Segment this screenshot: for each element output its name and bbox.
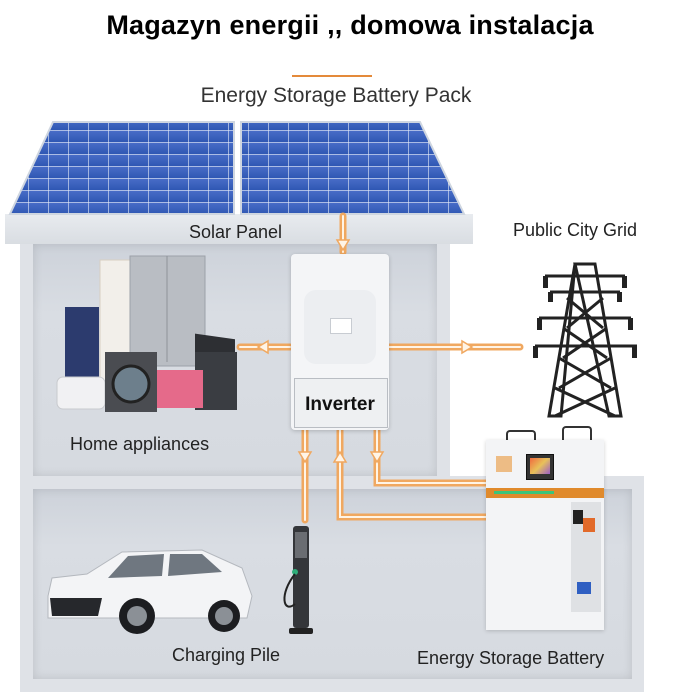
battery-brand-mark — [496, 456, 512, 472]
battery-terminal-orange — [583, 518, 595, 532]
solar-panel-label: Solar Panel — [189, 222, 283, 242]
energy-storage-battery-unit — [486, 426, 604, 630]
inverter-display — [330, 318, 352, 334]
main-title: Magazyn energii ,, domowa instalacja — [106, 10, 594, 40]
inverter-label: Inverter — [305, 394, 375, 415]
battery-screen — [530, 458, 550, 474]
battery-display — [526, 454, 554, 480]
battery-terminal-black — [573, 510, 583, 524]
charging-pile-icon — [283, 526, 313, 634]
solar-panel-array — [8, 118, 468, 218]
charging-pile-label: Charging Pile — [172, 645, 281, 665]
arrow-right-icon — [461, 339, 474, 355]
battery-status-bar — [494, 491, 554, 494]
inverter-unit: Inverter — [291, 254, 389, 430]
arrow-down-icon — [369, 451, 385, 464]
arrow-left-icon — [256, 339, 269, 355]
power-tower-icon — [533, 262, 637, 418]
arrow-down-icon — [297, 451, 313, 464]
battery-orange-band — [486, 488, 604, 498]
battery-handle-right — [562, 426, 592, 444]
battery-io-panel — [571, 502, 601, 612]
inverter-label-plate — [294, 378, 388, 428]
home-appliances-icon — [56, 255, 237, 412]
arrow-up-icon — [332, 450, 348, 463]
public-grid-label: Public City Grid — [513, 220, 638, 240]
roof-eave — [5, 214, 473, 244]
electric-car-icon — [47, 549, 253, 634]
accent-divider — [292, 75, 372, 77]
home-appliances-label: Home appliances — [70, 434, 210, 454]
arrow-down-icon — [335, 239, 351, 252]
solar-panel-icon — [8, 121, 466, 215]
energy-storage-battery-label: Energy Storage Battery — [417, 648, 605, 668]
battery-handle-left — [506, 430, 536, 444]
battery-breaker — [577, 582, 591, 594]
subtitle: Energy Storage Battery Pack — [200, 84, 472, 107]
